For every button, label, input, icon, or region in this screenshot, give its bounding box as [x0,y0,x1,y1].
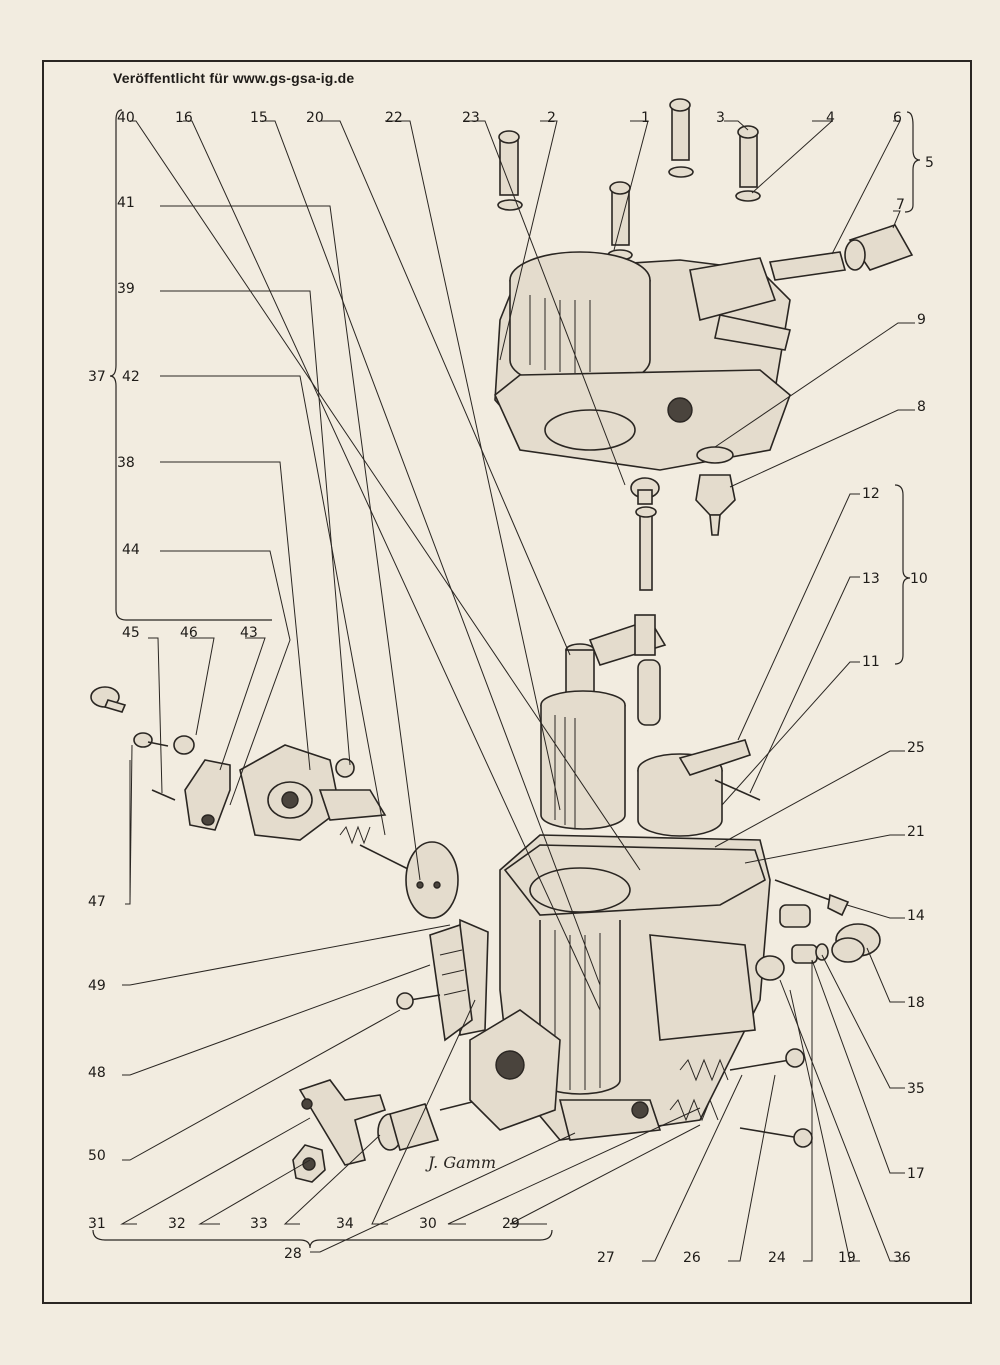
screw-47a [90,686,127,713]
label-16: 16 [175,110,193,126]
label-9: 9 [917,312,926,328]
throttle-lever-31 [298,1079,387,1166]
diaphragm-41 [359,841,459,919]
screw-top-left [497,130,523,211]
label-24: 24 [768,1250,786,1266]
fuel-inlet-union [844,224,914,271]
label-14: 14 [907,908,925,924]
label-44: 44 [122,542,140,558]
label-25: 25 [907,740,925,756]
label-42: 42 [122,369,140,385]
atomizer-20 [565,614,667,726]
label-38: 38 [117,455,135,471]
label-43: 43 [240,625,258,641]
nut-32 [292,1144,326,1183]
label-29: 29 [502,1216,520,1232]
label-8: 8 [917,399,926,415]
screw-39 [335,758,355,778]
label-30: 30 [419,1216,437,1232]
label-11: 11 [862,654,880,670]
part-labels: 40 16 15 20 22 23 2 1 3 4 6 5 7 41 39 9 … [88,110,934,1266]
bush-33 [377,1103,440,1151]
label-27: 27 [597,1250,615,1266]
cover-gasket [494,369,791,471]
label-10: 10 [910,571,928,587]
label-33: 33 [250,1216,268,1232]
label-41: 41 [117,195,135,211]
screw-29 [739,1127,813,1148]
label-21: 21 [907,824,925,840]
bush-46 [173,735,195,755]
spring-30 [669,1098,719,1122]
washer-36 [755,955,785,981]
label-22: 22 [385,110,403,126]
label-34: 34 [336,1216,354,1232]
publisher-note: Veröffentlicht für www.gs-gsa-ig.de [113,70,355,86]
label-15: 15 [250,110,268,126]
screw-3 [735,125,761,202]
label-31: 31 [88,1216,106,1232]
label-28: 28 [284,1246,302,1262]
washer-9 [696,446,734,464]
jet-23 [630,477,660,505]
label-18: 18 [907,995,925,1011]
screw-top-middle [668,98,694,178]
label-35: 35 [907,1081,925,1097]
plug-18 [831,923,881,963]
label-17: 17 [907,1166,925,1182]
screw-50 [396,992,441,1010]
screw-47b [133,732,169,748]
label-49: 49 [88,978,106,994]
page-frame [42,60,972,1304]
screw-24 [729,1048,805,1071]
leader-lines [120,120,915,1262]
label-45: 45 [122,625,140,641]
spring-26 [679,1058,729,1082]
cam-38 [318,789,387,821]
group-braces [92,109,921,1249]
label-19: 19 [838,1250,856,1266]
label-2: 2 [547,110,556,126]
label-1: 1 [641,110,650,126]
emulsion-tube-22 [635,506,657,591]
label-3: 3 [716,110,725,126]
fuel-inlet-pipe [768,251,847,281]
venturi-15 [540,690,626,830]
pump-lever-43 [184,759,231,831]
needle-valve-8 [695,474,736,536]
label-23: 23 [462,110,480,126]
label-50: 50 [88,1148,106,1164]
label-4: 4 [826,110,835,126]
label-39: 39 [117,281,135,297]
label-12: 12 [862,486,880,502]
screw-14 [774,879,850,917]
jet-17 [791,943,829,964]
label-7: 7 [896,197,905,213]
label-6: 6 [893,110,902,126]
label-26: 26 [683,1250,701,1266]
label-13: 13 [862,571,880,587]
label-32: 32 [168,1216,186,1232]
label-37: 37 [88,369,106,385]
screw-1 [607,181,633,261]
cover-plate-48 [429,923,473,1042]
label-40: 40 [117,110,135,126]
throttle-spindle-34 [439,1009,561,1131]
float-11 [637,739,761,837]
label-36: 36 [893,1250,911,1266]
jet-35 [779,904,811,928]
label-47: 47 [88,894,106,910]
label-5: 5 [925,155,934,171]
screw-45 [151,789,176,801]
label-48: 48 [88,1065,106,1081]
label-20: 20 [306,110,324,126]
artist-signature: J. Gamm [425,1153,496,1172]
spring-42 [339,825,371,845]
pump-cover-44 [239,744,341,841]
label-46: 46 [180,625,198,641]
